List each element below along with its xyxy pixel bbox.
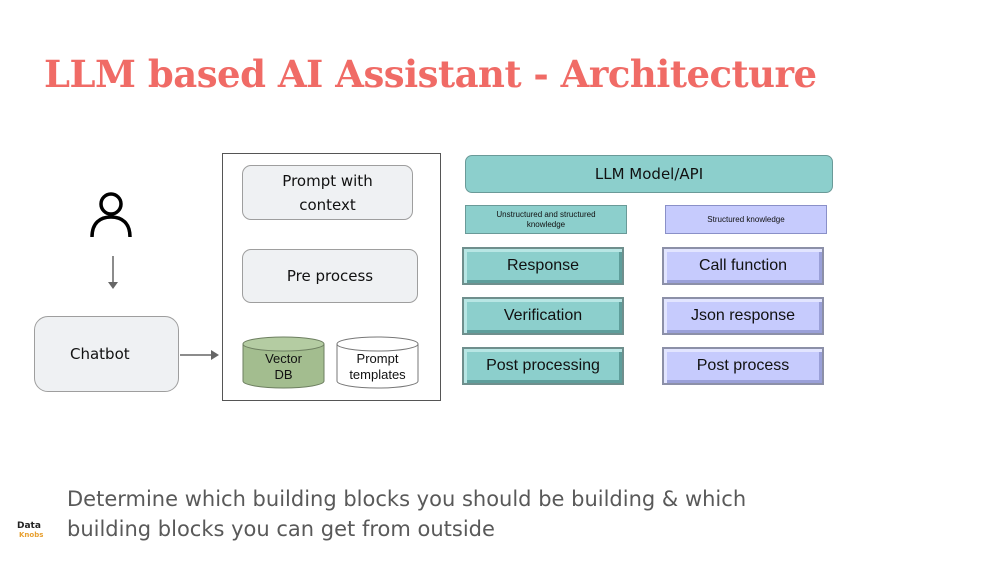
llm-model-api-box: LLM Model/API <box>465 155 833 193</box>
json-response-label: Json response <box>690 307 796 324</box>
database-icon <box>336 336 419 389</box>
chatbot-box: Chatbot <box>34 316 179 392</box>
verification-block: Verification <box>462 297 624 335</box>
prompt-with-context-box: Prompt with context <box>242 165 413 220</box>
json-response-block: Json response <box>662 297 824 335</box>
prompt-with-context-line1: Prompt with <box>282 171 373 190</box>
call-function-label: Call function <box>698 257 788 274</box>
arrow-right-icon <box>180 350 219 360</box>
post-processing-label: Post processing <box>486 357 600 374</box>
call-function-block: Call function <box>662 247 824 285</box>
response-label: Response <box>506 257 580 274</box>
structured-knowledge-label: Structured knowledge <box>707 214 785 224</box>
user-icon <box>90 192 132 238</box>
prompt-templates-line1: Prompt <box>356 351 399 366</box>
response-block: Response <box>462 247 624 285</box>
pre-process-box: Pre process <box>242 249 418 303</box>
llm-model-api-label: LLM Model/API <box>594 165 704 183</box>
footer-text: Determine which building blocks you shou… <box>67 484 827 544</box>
database-icon <box>242 336 325 389</box>
vector-db-line1: Vector <box>265 351 302 366</box>
unstructured-knowledge-line2: knowledge <box>526 219 566 229</box>
chatbot-label: Chatbot <box>70 345 130 363</box>
unstructured-knowledge-line1: Unstructured and structured <box>496 209 596 219</box>
slide-title: LLM based AI Assistant - Architecture <box>44 52 817 96</box>
post-process-block: Post process <box>662 347 824 385</box>
structured-knowledge-box: Structured knowledge <box>665 205 827 234</box>
unstructured-knowledge-box: Unstructured and structured knowledge <box>465 205 627 234</box>
vector-db-cylinder: Vector DB <box>242 336 325 390</box>
prompt-processing-frame: Prompt with context Pre process Vector D… <box>222 153 441 401</box>
post-process-label: Post process <box>696 357 790 374</box>
prompt-with-context-line2: context <box>299 195 356 214</box>
prompt-templates-line2: templates <box>349 367 406 382</box>
footer-line1: Determine which building blocks you shou… <box>67 487 747 511</box>
post-processing-block: Post processing <box>462 347 624 385</box>
logo-top-text: Data <box>17 521 41 531</box>
prompt-templates-cylinder: Prompt templates <box>336 336 419 390</box>
vector-db-line2: DB <box>274 367 293 382</box>
arrow-down-icon <box>108 256 118 289</box>
verification-label: Verification <box>503 307 583 324</box>
logo-bottom-text: Knobs <box>19 531 44 539</box>
pre-process-label: Pre process <box>286 267 374 285</box>
dataknobs-logo: Data Knobs <box>17 521 47 539</box>
footer-line2: building blocks you can get from outside <box>67 517 495 541</box>
